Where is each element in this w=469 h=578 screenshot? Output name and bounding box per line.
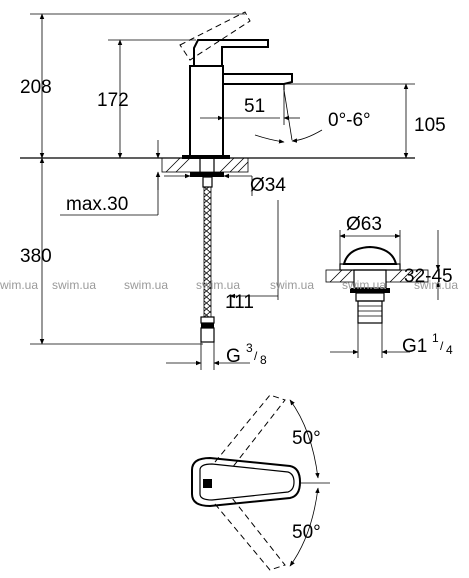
label-hose-length: 380 xyxy=(20,246,52,267)
top-view-outlet xyxy=(203,479,212,488)
lever-handle xyxy=(193,39,269,66)
svg-text:G: G xyxy=(226,346,241,367)
svg-text:/: / xyxy=(440,339,444,353)
svg-text:4: 4 xyxy=(446,343,453,357)
lever-handle-alt-position xyxy=(179,11,251,61)
watermark-text: swim.ua xyxy=(342,278,386,292)
rotated-position-top xyxy=(214,394,286,469)
label-connection-thread: G 3 / 8 xyxy=(226,341,267,367)
angle-arc-top xyxy=(289,399,320,479)
label-spout-reach: 51 xyxy=(244,96,265,117)
spout-angle-line xyxy=(283,89,293,141)
label-handle-angle-bottom: 50° xyxy=(292,522,321,543)
watermark-text: swim.ua xyxy=(124,278,168,292)
svg-text:3: 3 xyxy=(246,341,253,355)
hose-connector-thread xyxy=(200,327,215,343)
watermark-text: swim.ua xyxy=(0,278,38,292)
label-hose-offset: 111 xyxy=(225,292,254,313)
svg-text:/: / xyxy=(254,349,258,363)
hose-nipple xyxy=(202,176,213,188)
faucet-top-view xyxy=(191,394,330,571)
watermark-text: swim.ua xyxy=(196,278,240,292)
counter-section xyxy=(161,157,249,173)
watermark-text: swim.ua xyxy=(270,278,314,292)
svg-text:1: 1 xyxy=(432,331,439,345)
label-waste-thread: G1 1 / 4 xyxy=(402,331,453,357)
angle-arc-bottom xyxy=(289,487,320,567)
waste-fitting xyxy=(325,230,441,358)
label-spout-angle: 0°-6° xyxy=(328,110,371,131)
label-handle-angle-top: 50° xyxy=(292,428,321,449)
base-plate xyxy=(182,155,230,159)
braided-hose xyxy=(203,186,212,318)
svg-text:G1: G1 xyxy=(402,336,427,357)
label-spout-height: 172 xyxy=(97,90,129,111)
rotated-position-bottom xyxy=(214,497,286,571)
hose-connector-nut xyxy=(200,316,215,324)
mounting-nut xyxy=(190,172,224,177)
label-waste-thickness: 32-45 xyxy=(404,266,453,287)
watermark-row: swim.ua swim.ua swim.ua swim.ua swim.ua … xyxy=(0,278,458,292)
watermark-text: swim.ua xyxy=(414,278,458,292)
spout xyxy=(223,73,293,85)
faucet-side-view xyxy=(20,11,415,370)
svg-text:8: 8 xyxy=(260,353,267,367)
label-max-thickness: max.30 xyxy=(66,194,128,215)
hose-connector-hex xyxy=(201,323,214,328)
watermark-text: swim.ua xyxy=(52,278,96,292)
label-waste-diameter: Ø63 xyxy=(346,214,382,235)
top-view-handle xyxy=(191,456,302,508)
label-hole-diameter: Ø34 xyxy=(250,175,286,196)
faucet-body xyxy=(189,65,224,159)
waste-tailpiece xyxy=(357,300,383,324)
waste-cap xyxy=(342,245,398,265)
label-total-height: 208 xyxy=(20,77,52,98)
label-outlet-height: 105 xyxy=(414,115,446,136)
